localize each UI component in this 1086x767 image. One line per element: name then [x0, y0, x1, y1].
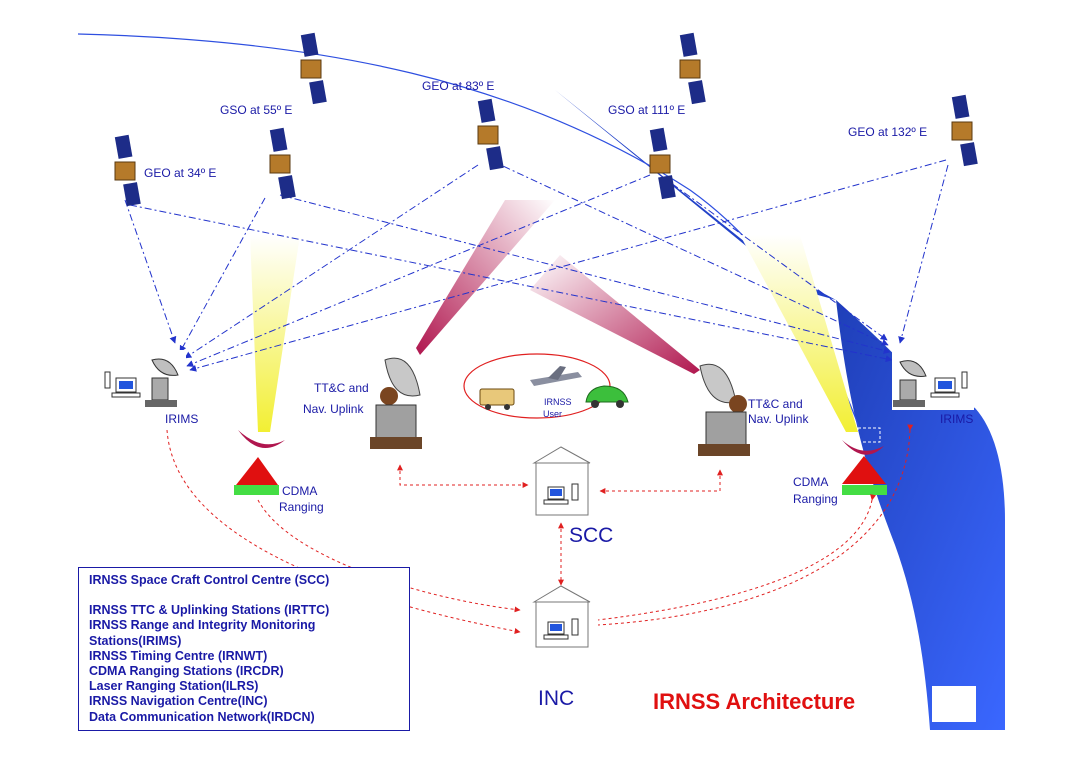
cdma-label-right-line1: CDMA: [793, 475, 828, 489]
satellite-label-geo34: GEO at 34º E: [144, 166, 216, 180]
ttc-label-right-line1: TT&C and: [748, 397, 803, 411]
satellite-label-geo83: GEO at 83º E: [422, 79, 494, 93]
irims-links: [124, 159, 949, 372]
ground-links: [166, 424, 914, 634]
legend-box: IRNSS Space Craft Control Centre (SCC) I…: [78, 567, 410, 731]
ttc-station-right: [698, 363, 750, 456]
ttc-station-left: [370, 357, 422, 449]
computer-icon: [930, 371, 968, 398]
inc-label: INC: [538, 687, 574, 710]
cdma-station-right: [842, 427, 887, 495]
irims-station-right: [892, 350, 974, 410]
cdma-beam-left: [250, 235, 300, 432]
irims-station-left: [100, 350, 186, 410]
satellite-icon: [951, 94, 978, 167]
legend-item-ircdr: CDMA Ranging Stations (IRCDR): [89, 664, 284, 679]
computer-icon: [543, 618, 579, 640]
legend-item-irims: IRNSS Range and Integrity Monitoring Sta…: [89, 618, 316, 648]
ttc-label-left-line2: Nav. Uplink: [303, 402, 364, 416]
dish-antenna-icon: [145, 358, 179, 407]
cdma-label-left-line2: Ranging: [279, 500, 324, 514]
diagram-title: IRNSS Architecture: [653, 689, 856, 714]
scc-building: [532, 446, 591, 516]
legend-item-inc: IRNSS Navigation Centre(INC): [89, 694, 268, 709]
legend-item-irdcn: Data Communication Network(IRDCN): [89, 709, 315, 724]
white-inset-bottom-right: [932, 686, 976, 722]
legend-item-ilrs: Laser Ranging Station(ILRS): [89, 679, 259, 694]
satellite-label-geo132: GEO at 132º E: [848, 125, 927, 139]
satellite-label-gso55: GSO at 55º E: [220, 103, 292, 117]
satellite-label-gso111: GSO at 111º E: [608, 103, 685, 117]
cdma-label-right-line2: Ranging: [793, 492, 838, 506]
inc-building: [532, 585, 591, 648]
satellite-icon: [114, 134, 141, 207]
satellite-icon: [300, 32, 327, 105]
orbit-arc: [77, 33, 861, 431]
cdma-beam-right: [740, 235, 858, 432]
legend-item-scc: IRNSS Space Craft Control Centre (SCC): [89, 573, 330, 587]
airplane-icon: [530, 366, 582, 386]
ttc-label-right-line2: Nav. Uplink: [748, 412, 809, 426]
satellite-icon: [679, 32, 706, 105]
satellite-icon: [649, 127, 676, 200]
legend-item-irttc: IRNSS TTC & Uplinking Stations (IRTTC): [89, 603, 330, 618]
computer-icon: [104, 371, 141, 398]
ttc-beam-right: [530, 255, 700, 374]
dish-antenna-icon: [893, 360, 927, 407]
bus-icon: [479, 388, 515, 410]
irims-label-right: IRIMS: [940, 412, 973, 426]
computer-icon: [543, 483, 579, 505]
scc-label: SCC: [569, 524, 613, 547]
user-label-line1: IRNSS: [544, 397, 572, 407]
cdma-station-left: [234, 430, 285, 495]
user-label-line2: User: [543, 409, 562, 419]
car-icon: [585, 385, 629, 408]
ttc-label-left-line1: TT&C and: [314, 381, 369, 395]
irims-label-left: IRIMS: [165, 412, 198, 426]
satellite-icon: [269, 127, 296, 200]
satellite-icon: [477, 98, 504, 171]
legend-item-irnwt: IRNSS Timing Centre (IRNWT): [89, 648, 268, 663]
cdma-label-left-line1: CDMA: [282, 484, 317, 498]
